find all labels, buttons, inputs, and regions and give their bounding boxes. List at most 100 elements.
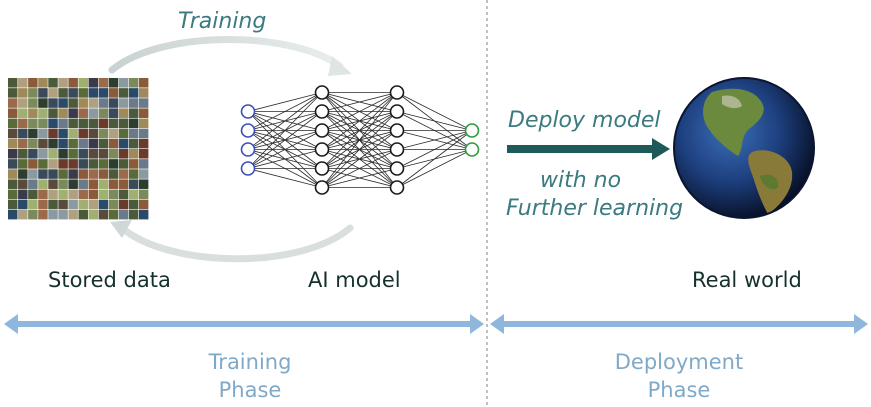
- further-learning-label: Further learning: [506, 196, 684, 221]
- network-connection: [247, 111, 323, 169]
- mosaic-tile: [18, 78, 28, 88]
- mosaic-tile: [48, 199, 58, 210]
- mosaic-tile: [108, 138, 119, 149]
- mosaic-tile: [68, 128, 78, 139]
- mosaic-tile: [18, 149, 28, 159]
- mosaic-tile: [38, 78, 48, 88]
- network-connection: [247, 92, 323, 150]
- hidden-node: [314, 123, 330, 138]
- mosaic-tile: [68, 149, 78, 159]
- hidden-node: [389, 104, 405, 119]
- mosaic-tile: [78, 159, 88, 169]
- mosaic-tile: [28, 98, 38, 108]
- mosaic-tile: [98, 88, 109, 98]
- mosaic-tile: [38, 179, 48, 189]
- mosaic-tile: [8, 169, 18, 179]
- network-connection: [247, 92, 323, 131]
- mosaic-tile: [138, 179, 149, 189]
- mosaic-tile: [38, 128, 48, 139]
- mosaic-tile: [118, 138, 129, 149]
- mosaic-tile: [28, 128, 38, 139]
- mosaic-tile: [78, 138, 88, 149]
- mosaic-tile: [88, 159, 99, 169]
- training-phase-arrow-left-head: [4, 314, 18, 334]
- mosaic-tile: [118, 179, 129, 189]
- input-node: [240, 142, 256, 157]
- mosaic-tile: [98, 78, 109, 88]
- network-connection: [321, 92, 398, 112]
- training-phase-line1: Training: [208, 350, 292, 374]
- mosaic-tile: [128, 189, 139, 200]
- mosaic-tile: [88, 169, 99, 179]
- output-node: [464, 123, 480, 138]
- mosaic-tile: [18, 169, 28, 179]
- cycle-arrowhead-top: [328, 56, 352, 76]
- mosaic-tile: [28, 138, 38, 149]
- mosaic-tile: [118, 189, 129, 200]
- mosaic-tile: [108, 98, 119, 108]
- network-connection: [321, 130, 398, 188]
- mosaic-tile: [88, 189, 99, 200]
- mosaic-tile: [48, 209, 58, 220]
- mosaic-tile: [38, 98, 48, 108]
- mosaic-tile: [138, 189, 149, 200]
- mosaic-tile: [68, 78, 78, 88]
- mosaic-tile: [28, 78, 38, 88]
- mosaic-tile: [78, 189, 88, 200]
- network-connection: [396, 111, 473, 131]
- mosaic-tile: [88, 128, 99, 139]
- network-connection: [321, 111, 398, 188]
- mosaic-tile: [78, 88, 88, 98]
- mosaic-tile: [8, 199, 18, 210]
- mosaic-tile: [118, 128, 129, 139]
- mosaic-tile: [28, 179, 38, 189]
- mosaic-tile: [28, 118, 38, 129]
- mosaic-tile: [88, 149, 99, 159]
- mosaic-tile: [68, 138, 78, 149]
- mosaic-tile: [118, 149, 129, 159]
- mosaic-tile: [78, 118, 88, 129]
- mosaic-tile: [28, 159, 38, 169]
- ai-model-label: AI model: [308, 268, 401, 292]
- mosaic-tile: [128, 179, 139, 189]
- mosaic-tile: [18, 128, 28, 139]
- mosaic-tile: [18, 189, 28, 200]
- mosaic-tile: [138, 138, 149, 149]
- network-connection: [396, 149, 473, 188]
- mosaic-tile: [28, 209, 38, 220]
- deploy-arrow-shaft: [507, 145, 655, 153]
- image-mosaic-icon: [8, 78, 149, 220]
- deployment-phase-arrow-right-head: [854, 314, 868, 334]
- mosaic-tile: [68, 169, 78, 179]
- mosaic-tile: [18, 108, 28, 118]
- mosaic-tile: [8, 138, 18, 149]
- mosaic-tile: [58, 138, 68, 149]
- mosaic-tile: [98, 128, 109, 139]
- mosaic-tile: [18, 138, 28, 149]
- mosaic-tile: [28, 199, 38, 210]
- mosaic-tile: [58, 199, 68, 210]
- network-connection: [321, 92, 398, 131]
- mosaic-tile: [8, 128, 18, 139]
- mosaic-tile: [38, 149, 48, 159]
- mosaic-tile: [68, 179, 78, 189]
- mosaic-tile: [68, 108, 78, 118]
- input-node: [240, 104, 256, 119]
- mosaic-tile: [98, 209, 109, 220]
- mosaic-tile: [38, 199, 48, 210]
- network-connection: [247, 168, 323, 188]
- mosaic-tile: [48, 128, 58, 139]
- mosaic-tile: [8, 108, 18, 118]
- mosaic-tile: [18, 199, 28, 210]
- neural-network-icon: [240, 85, 480, 195]
- mosaic-tile: [58, 169, 68, 179]
- mosaic-tile: [88, 108, 99, 118]
- mosaic-tile: [118, 199, 129, 210]
- mosaic-tile: [68, 88, 78, 98]
- real-world-label: Real world: [692, 268, 802, 292]
- mosaic-tile: [88, 78, 99, 88]
- mosaic-tile: [68, 159, 78, 169]
- cycle-arrow-bottom: [118, 224, 354, 263]
- mosaic-tile: [108, 128, 119, 139]
